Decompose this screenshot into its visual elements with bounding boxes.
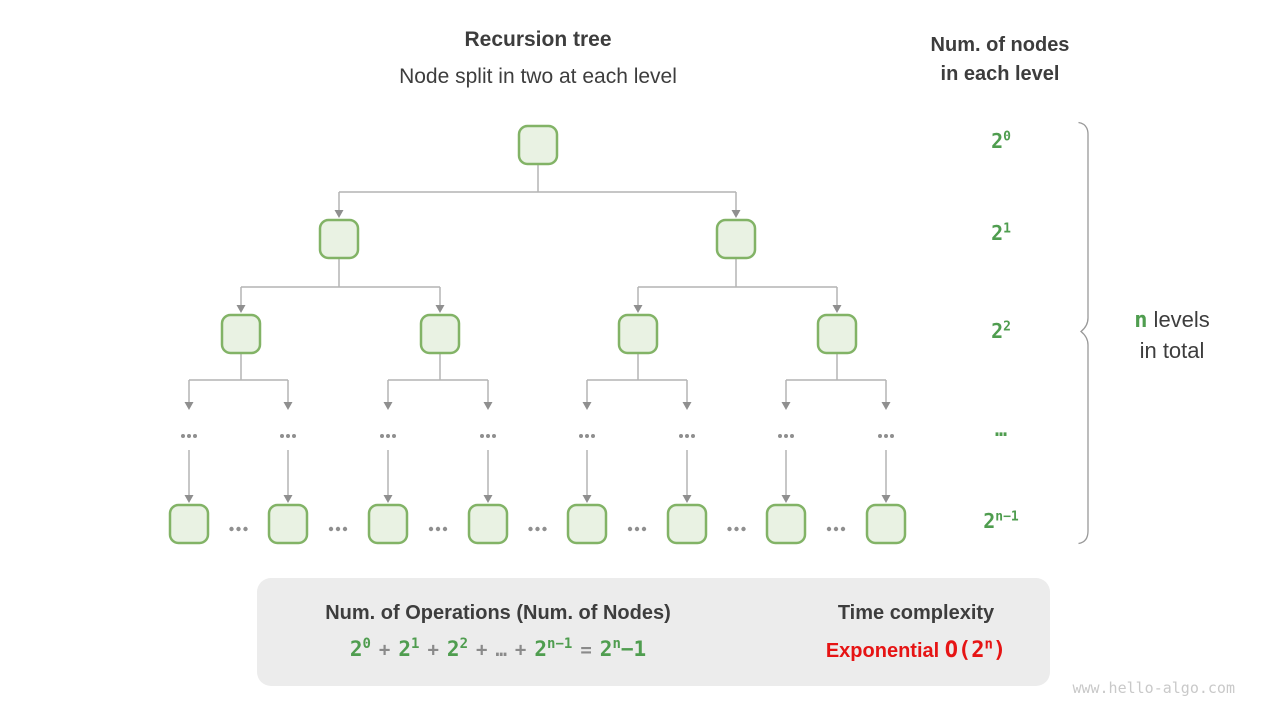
bottom-row-ellipsis-dots bbox=[229, 526, 846, 532]
tree-node bbox=[168, 503, 210, 545]
level4-ellipsis-dots bbox=[181, 434, 894, 438]
nodes-per-level-heading-line1: Num. of nodes bbox=[930, 34, 1070, 56]
levels-brace bbox=[1078, 121, 1089, 545]
level-label-4: 2n−1 bbox=[983, 509, 1019, 533]
operations-title: Num. of Operations (Num. of Nodes) bbox=[325, 602, 671, 624]
complexity-big-o: O(2n) bbox=[944, 636, 1007, 663]
figure-title: Recursion tree bbox=[464, 28, 612, 51]
tree-node bbox=[666, 503, 708, 545]
tree-nodes bbox=[168, 124, 907, 545]
tree-node bbox=[865, 503, 907, 545]
n-variable: n bbox=[1134, 308, 1148, 333]
tree-node bbox=[566, 503, 608, 545]
arrowhead-icons bbox=[184, 210, 891, 503]
levels-total-note: n levels in total bbox=[1098, 305, 1246, 366]
level-label-1: 21 bbox=[991, 221, 1011, 245]
tree-node bbox=[617, 313, 659, 355]
levels-total-note-line1: n levels bbox=[1134, 307, 1210, 333]
nodes-per-level-heading: Num. of nodes in each level bbox=[890, 31, 1110, 89]
tree-node bbox=[318, 218, 360, 260]
tree-connectors bbox=[188, 164, 887, 495]
levels-total-note-line2: in total bbox=[1139, 338, 1205, 363]
nodes-per-level-heading-line2: in each level bbox=[940, 63, 1060, 85]
tree-node bbox=[467, 503, 509, 545]
tree-node bbox=[816, 313, 858, 355]
tree-node bbox=[419, 313, 461, 355]
tree-node bbox=[367, 503, 409, 545]
summary-box bbox=[257, 578, 1050, 686]
tree-node bbox=[715, 218, 757, 260]
tree-node bbox=[220, 313, 262, 355]
level-label-0: 20 bbox=[991, 129, 1011, 153]
figure-subtitle: Node split in two at each level bbox=[399, 65, 677, 88]
time-complexity-value: Exponential O(2n) bbox=[810, 638, 1022, 663]
tree-node bbox=[517, 124, 559, 166]
tree-node bbox=[267, 503, 309, 545]
time-complexity-title: Time complexity bbox=[837, 602, 995, 624]
level-label-3: … bbox=[994, 417, 1008, 441]
level-label-2: 22 bbox=[991, 319, 1011, 343]
operations-formula: 20+21+22+…+2n−1=2n−1 bbox=[349, 636, 647, 661]
tree-node bbox=[765, 503, 807, 545]
complexity-word: Exponential bbox=[825, 640, 945, 662]
watermark: www.hello-algo.com bbox=[1072, 679, 1235, 697]
